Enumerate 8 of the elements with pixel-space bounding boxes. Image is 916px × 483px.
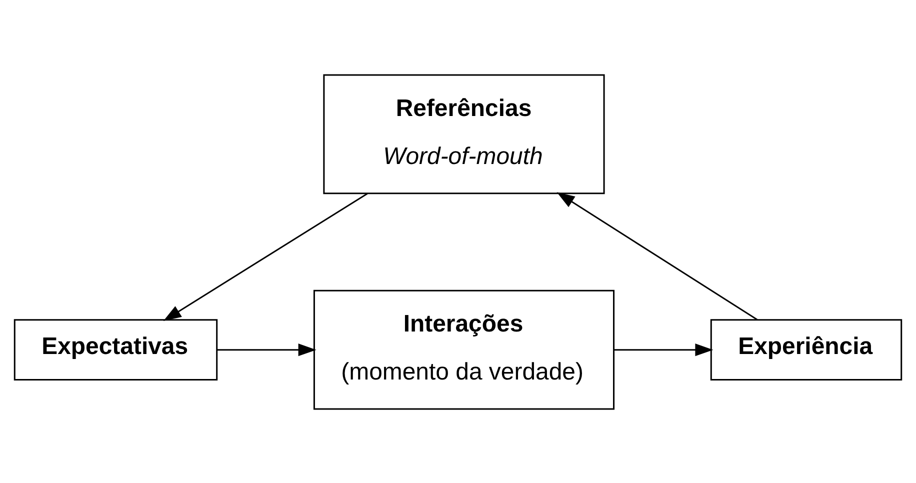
arrow xyxy=(163,192,368,321)
node-box: Experiência xyxy=(710,318,902,380)
node-box: Expectativas xyxy=(14,318,218,380)
arrow xyxy=(217,343,316,356)
arrow xyxy=(614,343,714,356)
node-box: Interações (momento da verdade) xyxy=(313,289,615,410)
arrow xyxy=(556,192,758,320)
node-box: Referências Word-of-mouth xyxy=(323,74,605,194)
